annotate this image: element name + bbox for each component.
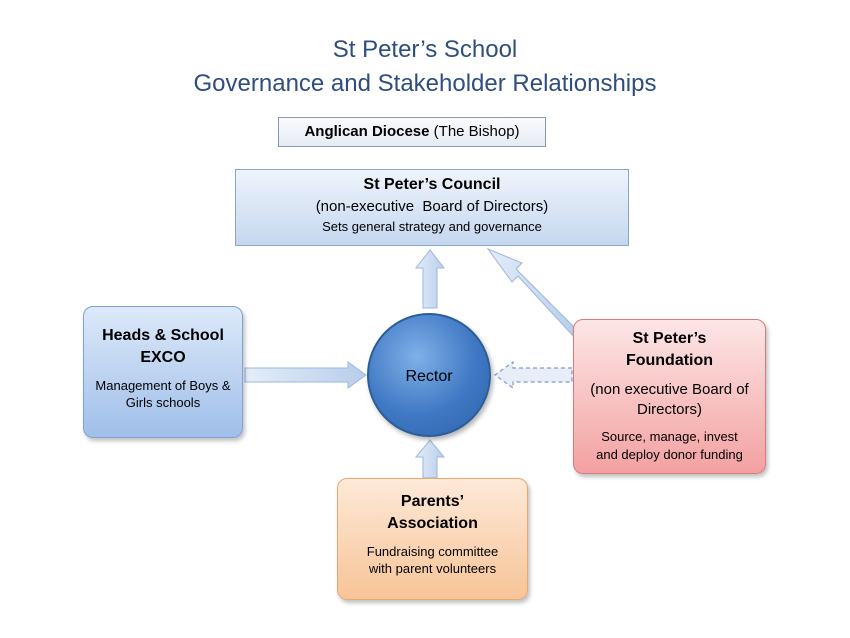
- diagram-title-line1: St Peter’s School: [332, 36, 518, 63]
- node-heads-school-exco: Heads & School EXCO Management of Boys &…: [83, 306, 243, 438]
- foundation-name-line2: Foundation: [625, 352, 714, 369]
- heads-description: Management of Boys & Girls schools: [95, 378, 231, 410]
- council-name: St Peter’s Council: [363, 176, 501, 193]
- node-parents-association: Parents’ Association Fundraising committ…: [337, 478, 528, 600]
- diagram-title-line2: Governance and Stakeholder Relationships: [193, 70, 657, 97]
- arrow-foundation-to-council: [486, 247, 576, 340]
- heads-name: Heads & School EXCO: [102, 327, 224, 366]
- diocese-detail: (The Bishop): [433, 123, 520, 140]
- node-anglican-diocese: Anglican Diocese (The Bishop): [278, 117, 546, 147]
- foundation-description-line1: Source, manage, invest: [601, 429, 738, 444]
- foundation-subtitle: (non executive Board of Directors): [590, 381, 749, 418]
- arrow-parents-to-rector: [414, 439, 446, 479]
- parents-name-line2: Association: [387, 515, 478, 532]
- arrow-heads-to-rector: [244, 361, 367, 389]
- arrow-foundation-to-rector: [493, 360, 573, 390]
- node-st-peters-council: St Peter’s Council (non-executive Board …: [235, 169, 629, 246]
- parents-name-line1: Parents’: [400, 493, 465, 510]
- node-rector: Rector: [367, 313, 491, 437]
- node-st-peters-foundation: St Peter’s Foundation (non executive Boa…: [573, 319, 766, 474]
- arrow-rector-to-council: [414, 249, 446, 309]
- parents-description-line1: Fundraising committee: [366, 544, 499, 559]
- diocese-name: Anglican Diocese: [304, 123, 430, 140]
- council-description: Sets general strategy and governance: [322, 219, 542, 234]
- foundation-description-line2: and deploy donor funding: [596, 447, 743, 462]
- council-subtitle: (non-executive Board of Directors): [315, 198, 549, 215]
- foundation-name-line1: St Peter’s: [632, 330, 707, 347]
- parents-description-line2: with parent volunteers: [368, 561, 497, 576]
